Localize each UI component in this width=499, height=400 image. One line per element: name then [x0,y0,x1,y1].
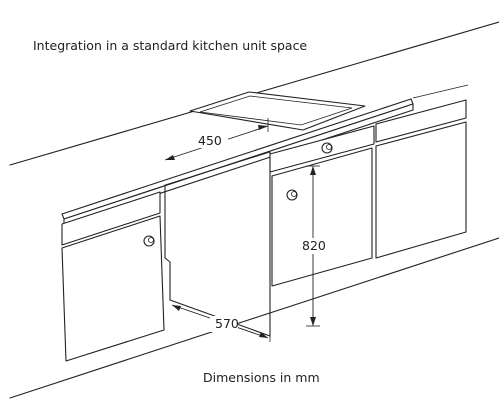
height-label: 820 [302,238,326,253]
oven-door-handle-icon [286,189,298,201]
left-cabinet-drawer [61,191,161,246]
right-cabinet-drawer [375,99,467,143]
right-cabinet-door [375,121,467,259]
countertop-right-edge [412,84,469,99]
depth-label-bg [190,132,228,148]
oven-door [271,147,373,287]
oven-knob-icon [321,142,333,154]
depth-label: 450 [198,133,222,148]
diagram-title: Integration in a standard kitchen unit s… [33,38,308,53]
width-label-bg [210,316,238,332]
left-door-knob-icon [143,235,155,247]
floor-edge [9,237,499,399]
dimensions-note: Dimensions in mm [203,370,320,385]
niche-left-edge [164,184,171,301]
niche-top-edge [164,151,271,186]
width-label: 570 [215,316,239,331]
cooktop-inner [199,95,353,126]
left-cabinet-door [61,215,165,362]
height-label-bg [300,238,328,254]
